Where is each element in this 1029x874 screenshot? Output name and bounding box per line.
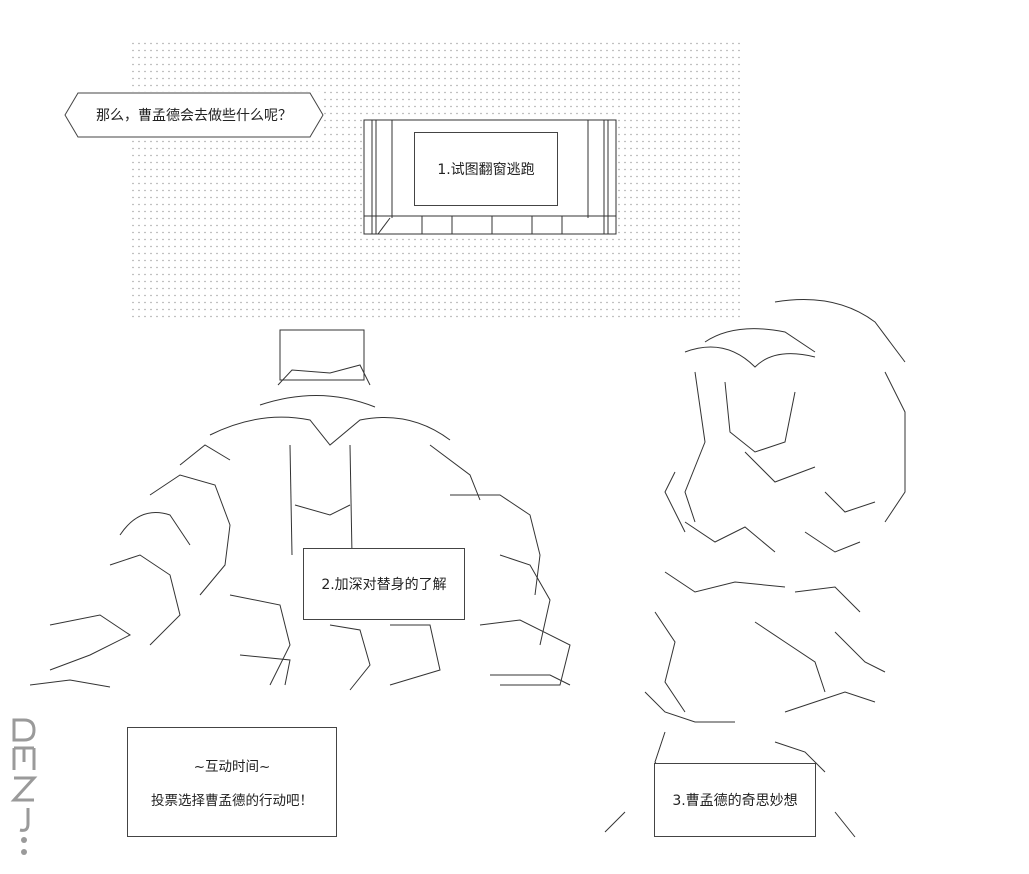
interaction-box: ~互动时间~ 投票选择曹孟德的行动吧！ xyxy=(127,727,337,837)
speech-bubble-text: 那么，曹孟德会去做些什么呢？ xyxy=(96,108,292,124)
window-frame-art xyxy=(363,119,617,235)
option-1-box[interactable]: 1.试图翻窗逃跑 xyxy=(414,132,558,206)
option-2-label: 2.加深对替身的了解 xyxy=(321,577,447,593)
right-character-art xyxy=(604,299,906,838)
window-frame: 1.试图翻窗逃跑 xyxy=(362,118,618,236)
dmzj-logo-icon xyxy=(10,718,38,855)
option-3-label: 3.曹孟德的奇思妙想 xyxy=(672,793,798,809)
interaction-title: ~互动时间~ xyxy=(193,759,271,775)
speech-bubble: 那么，曹孟德会去做些什么呢？ xyxy=(64,92,324,138)
watermark-logo xyxy=(10,712,38,862)
option-2-box[interactable]: 2.加深对替身的了解 xyxy=(303,548,465,620)
interaction-prompt: 投票选择曹孟德的行动吧！ xyxy=(151,793,313,809)
left-character-art xyxy=(30,329,571,691)
option-1-label: 1.试图翻窗逃跑 xyxy=(437,162,535,178)
speech-bubble-outline xyxy=(64,92,324,138)
option-3-box[interactable]: 3.曹孟德的奇思妙想 xyxy=(654,763,816,837)
